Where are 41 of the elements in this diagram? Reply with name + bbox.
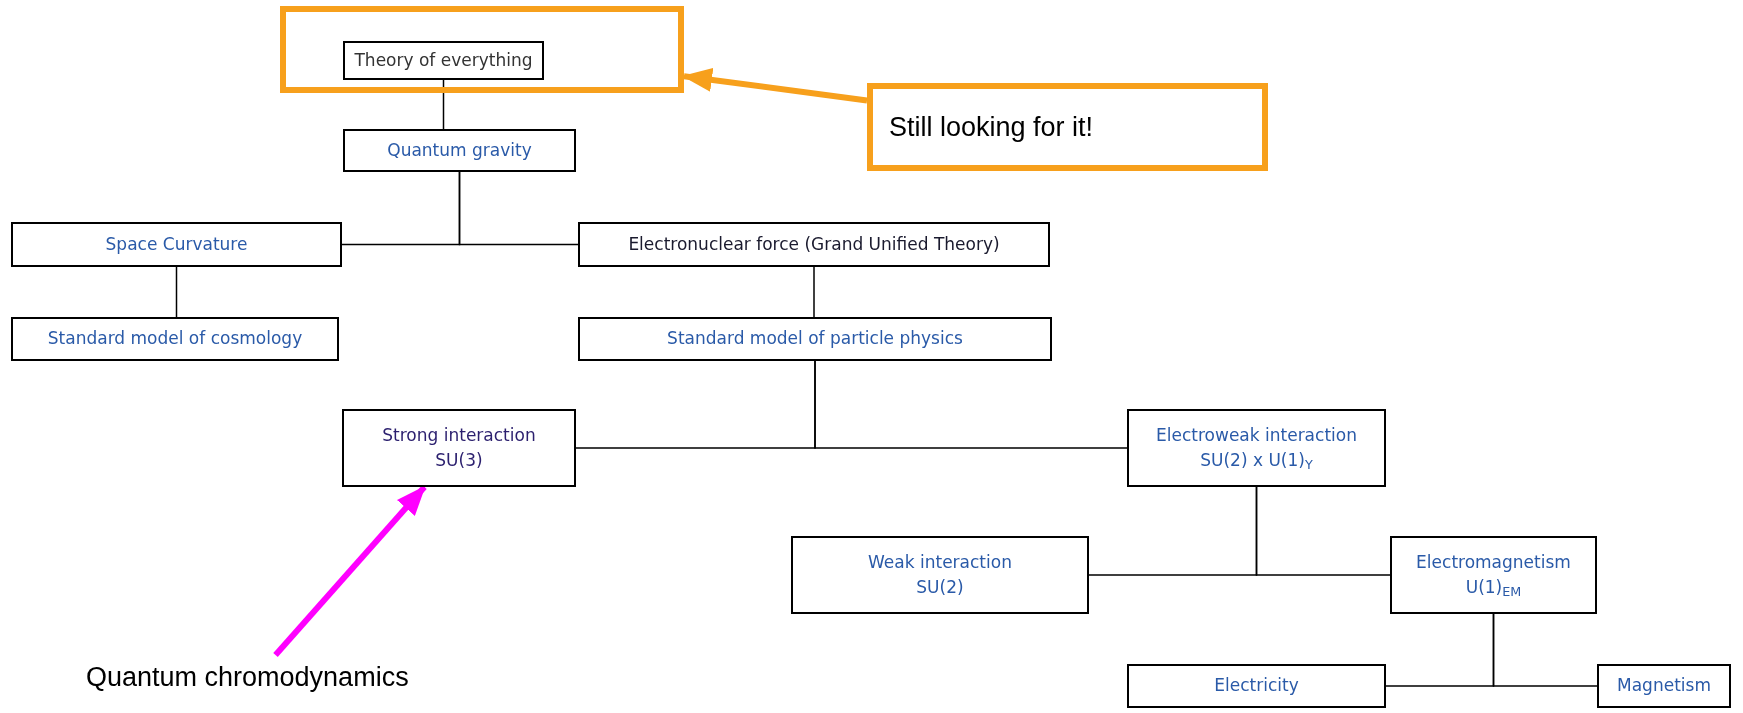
connector-line bbox=[442, 79, 445, 130]
callout-box bbox=[867, 83, 1268, 171]
node-title: Quantum chromodynamics bbox=[86, 660, 409, 694]
connector-line bbox=[1255, 486, 1391, 576]
node-title: Electronuclear force (Grand Unified Theory) bbox=[628, 233, 1000, 256]
node-title: Weak interaction bbox=[868, 551, 1012, 573]
node-subtitle: SU(2) x U(1)$_{Y}$ bbox=[1200, 450, 1313, 472]
node-title: Magnetism bbox=[1617, 675, 1711, 697]
node-title: Space Curvature bbox=[105, 233, 248, 256]
connector-line bbox=[814, 360, 1128, 449]
process-box bbox=[343, 129, 576, 172]
connector-line bbox=[175, 266, 178, 318]
process-box bbox=[1597, 664, 1731, 708]
node-title: Theory of everything bbox=[354, 49, 533, 72]
connector-line bbox=[1492, 613, 1598, 687]
node-title: Standard model of cosmology bbox=[47, 328, 303, 350]
process-box bbox=[1127, 664, 1386, 708]
node-title: Still looking for it! bbox=[889, 110, 1094, 144]
process-box bbox=[578, 317, 1052, 361]
node-title: Electromagnetism bbox=[1416, 551, 1571, 573]
process-box bbox=[342, 409, 576, 487]
process-box bbox=[343, 41, 544, 80]
node-title: Quantum gravity bbox=[387, 139, 532, 162]
node-title: Standard model of particle physics bbox=[667, 328, 963, 350]
process-box bbox=[11, 222, 342, 267]
node-title: Electroweak interaction bbox=[1156, 424, 1357, 446]
node-title: Electricity bbox=[1214, 675, 1299, 697]
arrow bbox=[682, 68, 868, 104]
node-subtitle: SU(3) bbox=[435, 450, 483, 472]
process-box bbox=[1127, 409, 1386, 487]
node-subtitle: SU(2) bbox=[916, 577, 964, 599]
process-box bbox=[578, 222, 1050, 267]
connector-line bbox=[813, 266, 815, 318]
node-title: Strong interaction bbox=[382, 424, 536, 446]
arrow bbox=[273, 485, 427, 657]
process-box bbox=[1390, 536, 1597, 614]
process-box bbox=[791, 536, 1089, 614]
connector-line bbox=[458, 171, 579, 246]
highlight-frame bbox=[280, 6, 684, 93]
process-box bbox=[11, 317, 339, 361]
node-subtitle: U(1)$_{EM}$ bbox=[1465, 577, 1522, 599]
